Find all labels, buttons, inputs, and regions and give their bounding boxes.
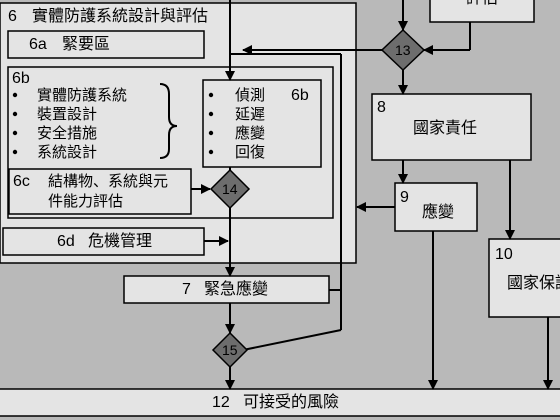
box-8-number: 8 — [377, 99, 386, 116]
box-6a — [7, 30, 205, 59]
box-12-number: 12 — [212, 394, 230, 411]
box-6b-right-item: 偵測 — [235, 87, 266, 104]
box-6b-item: 實體防護系統 — [37, 87, 128, 104]
box-6a-number: 6a — [29, 36, 47, 53]
box-10 — [488, 238, 560, 318]
box-6b-item: 系統設計 — [37, 144, 98, 161]
diamond-15 — [211, 331, 249, 369]
bullet — [208, 149, 214, 155]
diamond-15-label: 15 — [222, 342, 238, 358]
line-rail-to-15 — [242, 329, 342, 351]
diamond-13 — [380, 28, 426, 72]
box-12 — [0, 388, 560, 417]
box-6b-right-item: 回復 — [235, 144, 266, 161]
box-6-number: 6 — [8, 8, 17, 25]
diamond-14-label: 14 — [222, 181, 238, 197]
box-6b-right-item: 延遲 — [235, 106, 266, 123]
top-right-label: 評估 — [466, 0, 498, 7]
box-6b-right-item: 應變 — [235, 125, 266, 142]
box-6b-item: 裝置設計 — [37, 106, 98, 123]
box-7-label: 緊急應變 — [204, 281, 269, 298]
bullet — [208, 111, 214, 117]
box-6d — [2, 227, 205, 256]
box-6d-number: 6d — [57, 233, 75, 250]
box-6d-label: 危機管理 — [88, 233, 153, 250]
box-6c — [8, 168, 192, 215]
box-6-title: 實體防護系統設計與評估 — [32, 8, 209, 25]
diamond-14 — [209, 168, 251, 210]
box-8 — [371, 93, 532, 161]
box-6c-line2: 件能力評估 — [48, 193, 124, 210]
box-9 — [394, 182, 478, 232]
box-6b-right — [202, 79, 322, 168]
bullet — [12, 111, 18, 117]
bullet — [12, 149, 18, 155]
bullet — [208, 92, 214, 98]
top-right-box — [429, 0, 535, 23]
box-6b-right-number: 6b — [291, 87, 309, 104]
box-6c-line1: 結構物、系統與元 — [48, 173, 169, 190]
bullet — [12, 130, 18, 136]
bullet — [208, 130, 214, 136]
box-6b-item: 安全措施 — [37, 125, 98, 142]
box-8-label: 國家責任 — [413, 120, 478, 137]
diamond-13-label: 13 — [395, 42, 411, 58]
box-6c-number: 6c — [13, 173, 30, 190]
box-9-number: 9 — [400, 189, 409, 206]
box-10-label: 國家保護 — [507, 275, 560, 292]
box-7-number: 7 — [182, 281, 191, 298]
box-10-number: 10 — [495, 246, 513, 263]
bullet — [12, 92, 18, 98]
curly-brace — [159, 83, 178, 159]
box-6b-number: 6b — [12, 70, 30, 87]
box-7 — [123, 275, 330, 304]
box-12-label: 可接受的風險 — [243, 394, 340, 411]
box-9-label: 應變 — [422, 204, 455, 221]
box-6a-label: 緊要區 — [62, 36, 111, 53]
